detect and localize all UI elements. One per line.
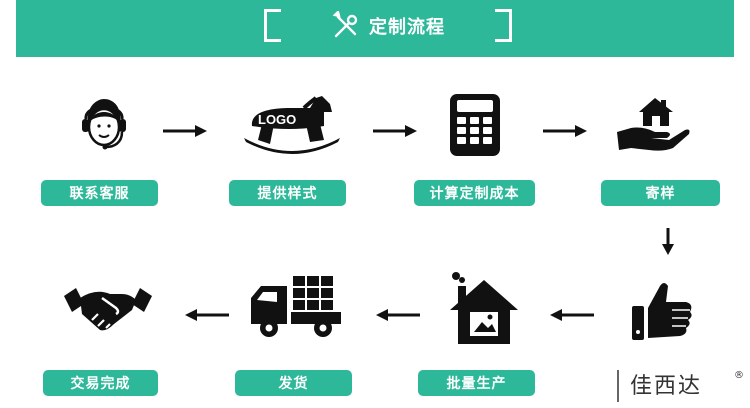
header-banner: 定制流程	[16, 0, 734, 57]
handshake-icon	[64, 288, 152, 331]
arrow-left-icon	[185, 309, 229, 321]
hand-house-icon	[617, 98, 690, 151]
customer-service-icon	[82, 99, 126, 150]
page-title: 定制流程	[369, 16, 445, 38]
arrow-left-icon	[550, 309, 594, 321]
brand-text: 佳西达	[630, 374, 703, 399]
arrow-left-icon	[376, 309, 420, 321]
logo-rocking-horse-icon: LOGO	[244, 96, 340, 154]
arrow-right-icon	[373, 125, 417, 137]
step-label-contact: 联系客服	[41, 180, 158, 206]
arrow-right-icon	[543, 125, 587, 137]
logo-text: LOGO	[258, 112, 296, 127]
brand-logo	[617, 370, 619, 402]
factory-house-icon	[450, 272, 518, 344]
brand-area	[604, 370, 750, 408]
arrow-right-icon	[163, 125, 207, 137]
step-label-provide-style: 提供样式	[229, 180, 346, 206]
arrow-down-icon	[662, 228, 674, 255]
delivery-truck-icon	[251, 276, 341, 337]
tools-icon	[332, 10, 358, 37]
step-label-mass-production: 批量生产	[418, 370, 535, 396]
title-frame: 定制流程	[264, 9, 512, 42]
step-label-deal-complete: 交易完成	[43, 370, 158, 396]
registered-mark: ®	[734, 370, 744, 381]
calculator-icon	[450, 94, 500, 156]
step-label-send-sample: 寄样	[601, 180, 720, 206]
step-label-cost: 计算定制成本	[414, 180, 535, 206]
step-label-ship: 发货	[235, 370, 352, 396]
thumbs-up-icon	[632, 283, 692, 340]
